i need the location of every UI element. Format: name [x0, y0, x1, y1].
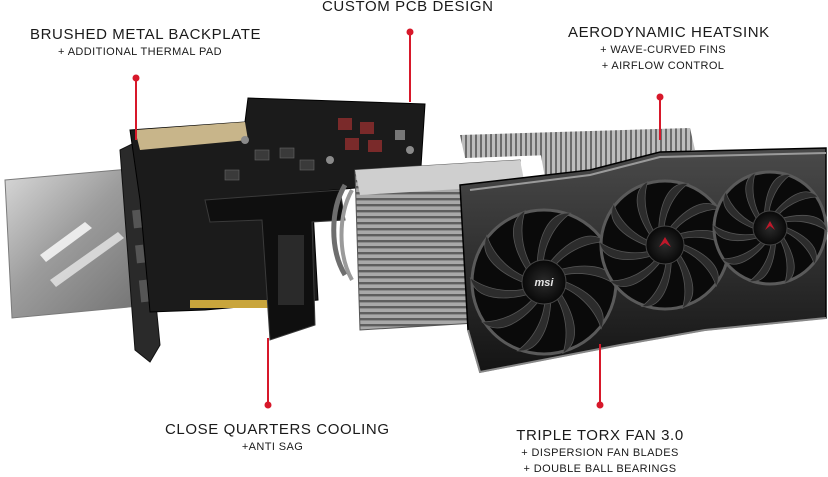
dragon-logo-icon	[765, 221, 775, 230]
callout-line: + DOUBLE BALL BEARINGS	[523, 463, 677, 475]
callout-heatsink: AERODYNAMIC HEATSINK + WAVE-CURVED FINS …	[568, 24, 770, 74]
callout-backplate: BRUSHED METAL BACKPLATE + ADDITIONAL THE…	[30, 26, 262, 60]
callout-title: CLOSE QUARTERS COOLING	[165, 421, 390, 438]
fan-left: msi	[469, 208, 619, 356]
callout-fan: TRIPLE TORX FAN 3.0 + DISPERSION FAN BLA…	[505, 427, 695, 477]
leader-heatsink	[656, 93, 664, 140]
msi-logo: msi	[535, 277, 555, 289]
fan-right	[712, 170, 828, 286]
backplate	[4, 167, 151, 319]
support-frame	[204, 189, 346, 341]
callout-line: + AIRFLOW CONTROL	[601, 60, 725, 72]
callout-line: +ANTI SAG	[241, 441, 304, 453]
callout-title: BRUSHED METAL BACKPLATE	[30, 26, 262, 43]
leader-cooling	[264, 338, 272, 409]
callout-cooling: CLOSE QUARTERS COOLING +ANTI SAG	[165, 421, 390, 455]
callout-title: AERODYNAMIC HEATSINK	[568, 24, 770, 41]
leader-fan	[596, 344, 604, 409]
callout-title: TRIPLE TORX FAN 3.0	[516, 427, 684, 444]
callout-title: CUSTOM PCB DESIGN	[322, 0, 494, 15]
leader-pcb	[406, 28, 414, 102]
dragon-logo-icon	[659, 237, 671, 247]
callout-line: + DISPERSION FAN BLADES	[521, 447, 679, 459]
leader-backplate	[132, 74, 140, 140]
callout-line: + ADDITIONAL THERMAL PAD	[58, 46, 222, 58]
callout-line: + WAVE-CURVED FINS	[600, 44, 726, 56]
callout-leaders	[132, 28, 664, 409]
callout-pcb: CUSTOM PCB DESIGN	[322, 0, 494, 16]
